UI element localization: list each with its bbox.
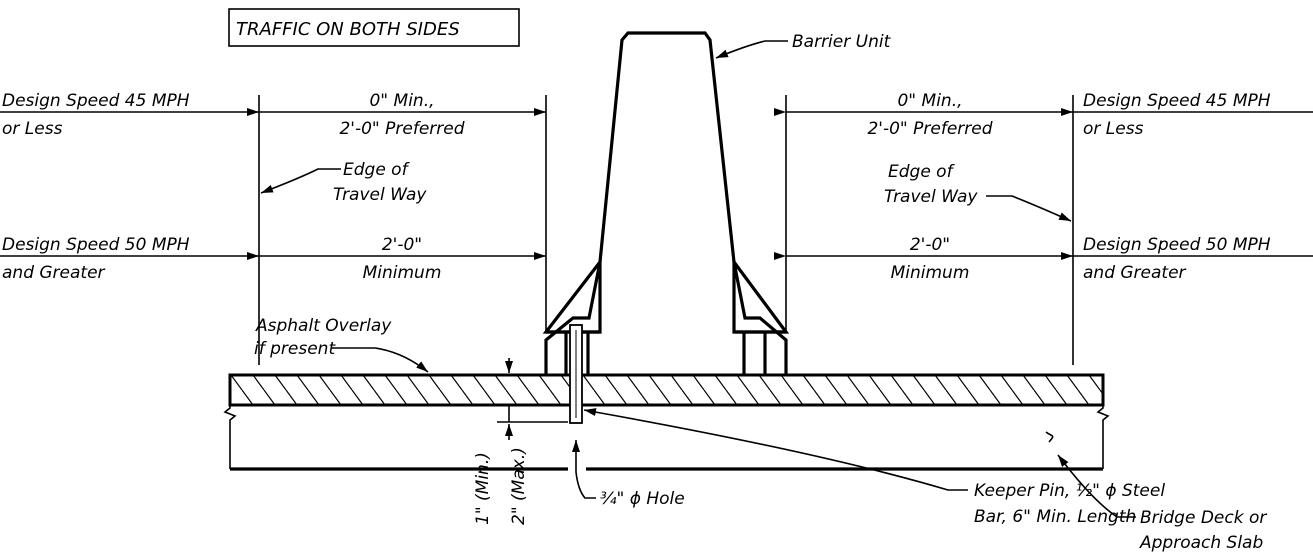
deck-right-break [1096,405,1110,469]
right-dim45-line2: 2'-0" Preferred [867,119,992,139]
right-speed45-line1: Design Speed 45 MPH [1083,91,1271,111]
left-dim50-line2: Minimum [363,263,442,283]
right-dim50-line1: 2'-0" [910,235,950,255]
left-speed45-line1: Design Speed 45 MPH [2,91,190,111]
barrier-unit-leader [715,40,788,59]
deck-leader [1057,454,1136,518]
right-edge-leader [986,195,1072,222]
left-edge-label-line2: Travel Way [333,185,427,205]
left-dim45-line2: 2'-0" Preferred [339,119,464,139]
asphalt-label-line2: if present [254,339,336,359]
asphalt-overlay [228,373,1105,407]
hole-label: ¾" ϕ Hole [600,489,685,509]
right-speed45-line2: or Less [1083,119,1144,139]
barrier-body [544,31,788,374]
left-speed45-line2: or Less [2,119,63,139]
deck-squiggle [1045,431,1054,443]
deck-label-line2: Approach Slab [1139,533,1263,552]
deck-label-line1: Bridge Deck or [1140,508,1267,528]
asphalt-label-line1: Asphalt Overlay [255,316,392,336]
deck-left-break [223,405,237,469]
right-speed50-line2: and Greater [1083,263,1187,283]
right-dim50-line2: Minimum [891,263,970,283]
left-speed50-line2: and Greater [2,263,106,283]
right-edge-label-line1: Edge of [888,162,956,182]
left-edge-label-line1: Edge of [343,160,411,180]
min-depth-label: 1" (Min.) [473,452,493,525]
barrier-unit-label: Barrier Unit [792,32,892,52]
left-dim50-line1: 2'-0" [382,235,422,255]
keeper-label-line2: Bar, 6" Min. Length [974,507,1136,527]
right-speed50-line1: Design Speed 50 MPH [1083,235,1271,255]
keeper-label-line1: Keeper Pin, ½" ϕ Steel [974,481,1165,501]
asphalt-leader [331,347,429,373]
left-speed50-line1: Design Speed 50 MPH [2,235,190,255]
right-dim45-line1: 0" Min., [897,91,962,111]
left-dim45-line1: 0" Min., [369,91,434,111]
left-edge-leader [260,168,341,194]
title-box [228,8,520,47]
hole-leader [572,440,596,499]
keeper-leader [583,408,968,491]
title-text: TRAFFIC ON BOTH SIDES [236,19,460,40]
max-depth-label: 2" (Max.) [509,447,529,525]
right-edge-label-line2: Travel Way [884,187,978,207]
